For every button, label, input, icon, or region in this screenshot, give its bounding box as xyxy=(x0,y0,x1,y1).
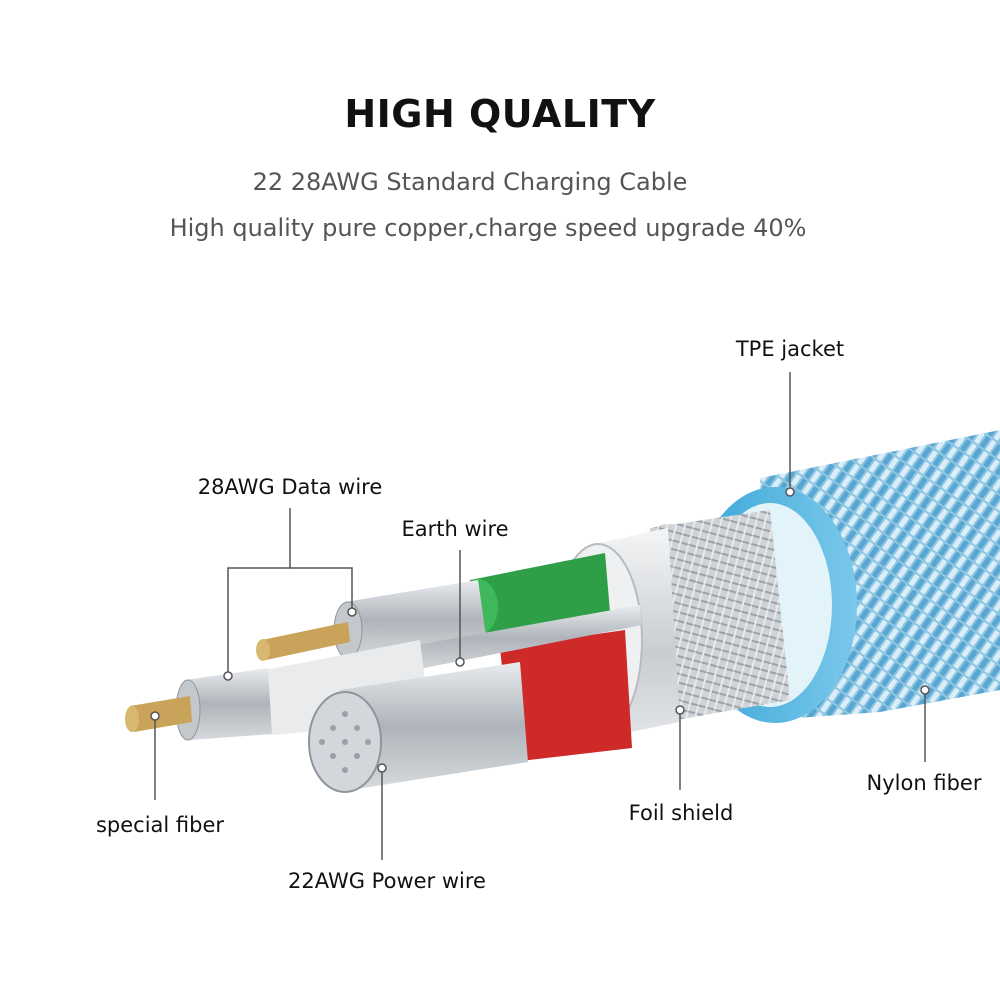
page-title: HIGH QUALITY xyxy=(344,92,656,136)
power-wire-strands xyxy=(340,662,528,790)
label-tpe-jacket: TPE jacket xyxy=(735,337,844,361)
label-nylon-fiber: Nylon fiber xyxy=(867,771,982,795)
data-wire-upper-fiber xyxy=(262,622,350,660)
label-foil-shield: Foil shield xyxy=(629,801,734,825)
fiber-tip-upper xyxy=(256,639,270,661)
page-subtitle: 22 28AWG Standard Charging Cable xyxy=(252,168,688,196)
page-tagline: High quality pure copper,charge speed up… xyxy=(169,214,807,242)
leader-lines xyxy=(154,372,926,860)
fiber-tip-lower xyxy=(125,706,139,732)
data-wire-lower-fiber xyxy=(130,696,192,732)
label-special-fiber: special fiber xyxy=(96,813,224,837)
red-insulation xyxy=(500,630,632,762)
data-wire-lower-strands xyxy=(185,668,272,740)
power-wire-strand-dots xyxy=(319,711,371,773)
green-insulation xyxy=(470,553,610,636)
label-power-wire: 22AWG Power wire xyxy=(288,869,486,893)
label-earth-wire: Earth wire xyxy=(401,517,508,541)
label-data-wire: 28AWG Data wire xyxy=(198,475,383,499)
leader-dots xyxy=(150,487,930,773)
